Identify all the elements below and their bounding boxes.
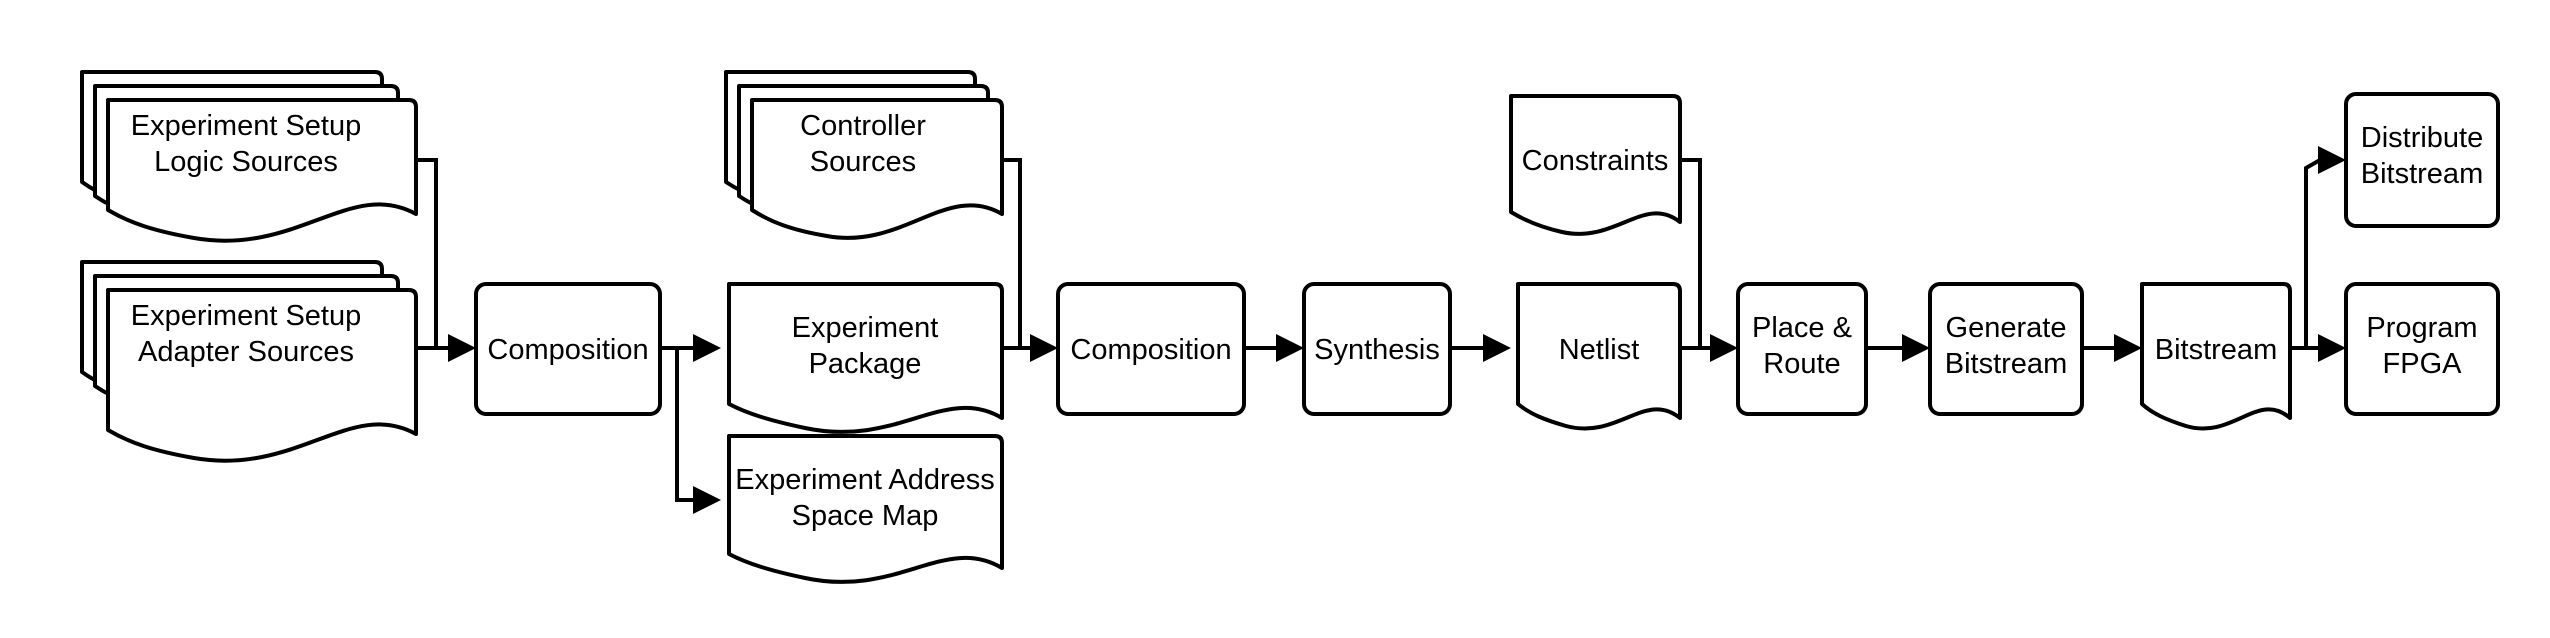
edge-constraints-to-place-route <box>1680 158 1712 350</box>
node-label-line: FPGA <box>2383 348 2463 380</box>
process-box <box>1736 282 1868 416</box>
node-label-line: Logic Sources <box>154 146 338 178</box>
node-label-line: Experiment <box>792 312 939 344</box>
document-shape <box>1516 282 1682 431</box>
edge-controller-sources-to-composition-2 <box>1002 158 1030 350</box>
node-label-line: Bitstream <box>1945 348 2067 380</box>
node-label-line: Place & <box>1752 312 1852 344</box>
arrowhead-experiment-package <box>693 334 721 362</box>
edge-bitstream-to-distribute-bitstream <box>2290 158 2321 350</box>
node-label-line: Sources <box>810 146 916 178</box>
process-box <box>1928 282 2084 416</box>
node-label: Netlist <box>1559 334 1640 366</box>
edge-logic-sources-to-composition-1 <box>416 158 450 350</box>
process-box <box>1056 282 1246 416</box>
arrowhead-address-space-map <box>693 486 721 514</box>
node-label-line: Experiment Setup <box>131 110 362 142</box>
node-label: Synthesis <box>1314 334 1440 366</box>
node-netlist[interactable]: Netlist <box>1516 282 1682 431</box>
document-shape <box>727 434 1004 584</box>
node-label-line: Composition <box>1070 334 1231 366</box>
node-label-line: Space Map <box>792 500 939 532</box>
node-label-line: Generate <box>1946 312 2067 344</box>
node-label-line: Controller <box>800 110 926 142</box>
node-label-line: Synthesis <box>1314 334 1440 366</box>
edges <box>416 146 2346 514</box>
node-composition-2[interactable]: Composition <box>1056 282 1246 416</box>
node-label-line: Route <box>1763 348 1840 380</box>
arrowhead-program-fpga <box>2318 334 2346 362</box>
process-box <box>1302 282 1452 416</box>
arrowhead-distribute-bitstream <box>2318 146 2346 174</box>
node-label: Bitstream <box>2155 334 2277 366</box>
node-label-line: Adapter Sources <box>138 336 354 368</box>
document-shape <box>727 282 1004 434</box>
node-label-line: Netlist <box>1559 334 1640 366</box>
node-constraints[interactable]: Constraints <box>1509 94 1682 236</box>
document-shape <box>106 288 418 463</box>
node-label-line: Constraints <box>1522 145 1669 177</box>
node-label-line: Bitstream <box>2155 334 2277 366</box>
arrowhead-netlist <box>1483 334 1511 362</box>
node-label: Composition <box>487 334 648 366</box>
node-label-line: Experiment Address <box>735 464 995 496</box>
node-place-route[interactable]: Place & Route <box>1736 282 1868 416</box>
arrowhead-composition-2 <box>1030 334 1058 362</box>
arrowhead-bitstream <box>2114 334 2142 362</box>
node-composition-1[interactable]: Composition <box>474 282 662 416</box>
document-shape <box>750 98 1004 240</box>
node-label-line: Experiment Setup <box>131 300 362 332</box>
process-box <box>2344 282 2500 416</box>
document-shape <box>2140 282 2292 431</box>
process-box <box>2344 92 2500 228</box>
node-label-line: Composition <box>487 334 648 366</box>
node-label: Composition <box>1070 334 1231 366</box>
arrowhead-synthesis <box>1276 334 1304 362</box>
arrowhead-composition-1 <box>448 334 476 362</box>
node-synthesis[interactable]: Synthesis <box>1302 282 1452 416</box>
node-label-line: Distribute <box>2361 122 2484 154</box>
node-label: Constraints <box>1522 145 1669 177</box>
process-box <box>474 282 662 416</box>
edge-composition-1-to-address-space-map <box>660 346 695 502</box>
node-label-line: Program <box>2366 312 2477 344</box>
document-shape <box>1509 94 1682 236</box>
node-label-line: Bitstream <box>2361 158 2483 190</box>
node-label: Place & Route <box>1752 312 1852 380</box>
arrowhead-generate-bitstream <box>1902 334 1930 362</box>
node-label-line: Package <box>809 348 922 380</box>
arrowhead-place-route <box>1710 334 1738 362</box>
node-bitstream[interactable]: Bitstream <box>2140 282 2292 431</box>
document-shape <box>106 98 418 243</box>
